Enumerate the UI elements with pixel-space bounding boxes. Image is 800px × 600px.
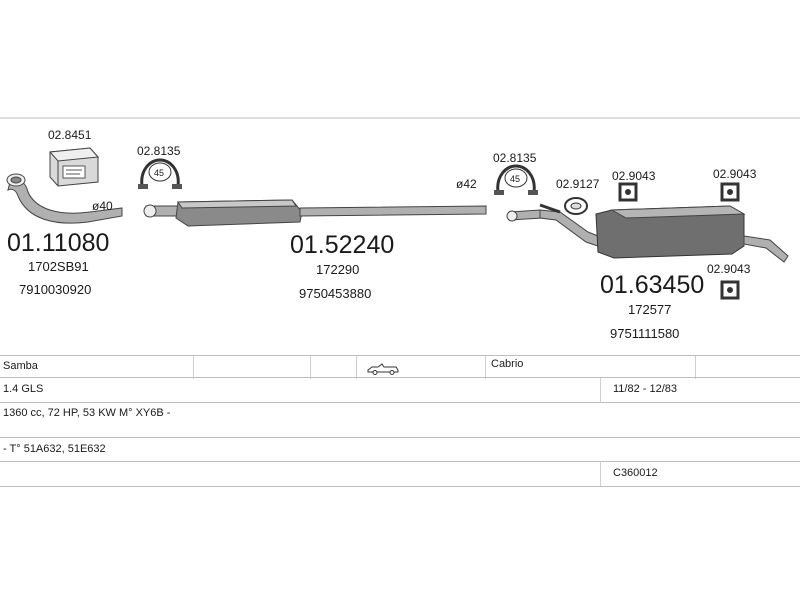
rear-silencer-code: 01.63450 (600, 271, 704, 299)
clamp-right-code: 02.8135 (493, 151, 537, 165)
row-types: - T° 51A632, 51E632 (0, 437, 800, 461)
clamp-left-code: 02.8135 (137, 144, 181, 158)
clamp-right-icon[interactable] (494, 164, 538, 195)
middle-silencer-diameter: ø42 (456, 177, 477, 191)
front-pipe-ref2: 7910030920 (19, 282, 91, 297)
gasket-icon[interactable] (564, 197, 588, 215)
front-pipe-ref1: 1702SB91 (28, 259, 89, 274)
mounting-kit-code: 02.8451 (48, 128, 92, 142)
clamp-right-size: 45 (510, 174, 520, 184)
vehicle-engine: 1360 cc, 72 HP, 53 KW M° XY6B - (3, 407, 171, 419)
vehicle-years: 11/82 - 12/83 (613, 383, 678, 395)
clamp-left-icon[interactable] (138, 158, 182, 189)
middle-silencer-ref2: 9750453880 (299, 286, 371, 301)
row-model: Samba Cabrio (0, 355, 800, 379)
rear-silencer[interactable] (506, 203, 789, 263)
middle-silencer[interactable] (143, 199, 487, 227)
gasket-code: 02.9127 (556, 177, 600, 191)
rear-silencer-ref2: 9751111580 (610, 326, 679, 341)
front-pipe-code: 01.11080 (7, 229, 109, 257)
clamp-left-size: 45 (154, 168, 164, 178)
hanger-2-code: 02.9043 (713, 167, 757, 181)
vehicle-types: - T° 51A632, 51E632 (3, 443, 106, 455)
cabrio-car-icon (366, 361, 400, 384)
front-pipe[interactable] (6, 173, 123, 224)
hanger-3-code: 02.9043 (707, 262, 751, 276)
hanger-2-icon[interactable] (720, 182, 740, 202)
middle-silencer-ref1: 172290 (316, 262, 359, 277)
front-pipe-diameter: ø40 (92, 199, 113, 213)
mounting-kit-box[interactable] (48, 147, 100, 187)
rear-silencer-ref1: 172577 (628, 302, 671, 317)
row-engine: 1360 cc, 72 HP, 53 KW M° XY6B - (0, 402, 800, 437)
vehicle-model: Samba (3, 360, 38, 372)
middle-silencer-code: 01.52240 (290, 231, 394, 259)
hanger-1-icon[interactable] (618, 182, 638, 202)
hanger-1-code: 02.9043 (612, 169, 656, 183)
row-version: 1.4 GLS 11/82 - 12/83 (0, 377, 800, 403)
vehicle-body: Cabrio (491, 358, 524, 370)
hanger-3-icon[interactable] (720, 280, 740, 300)
catalog-code: C360012 (613, 467, 658, 479)
vehicle-version: 1.4 GLS (3, 383, 44, 395)
row-catalog: C360012 (0, 461, 800, 487)
